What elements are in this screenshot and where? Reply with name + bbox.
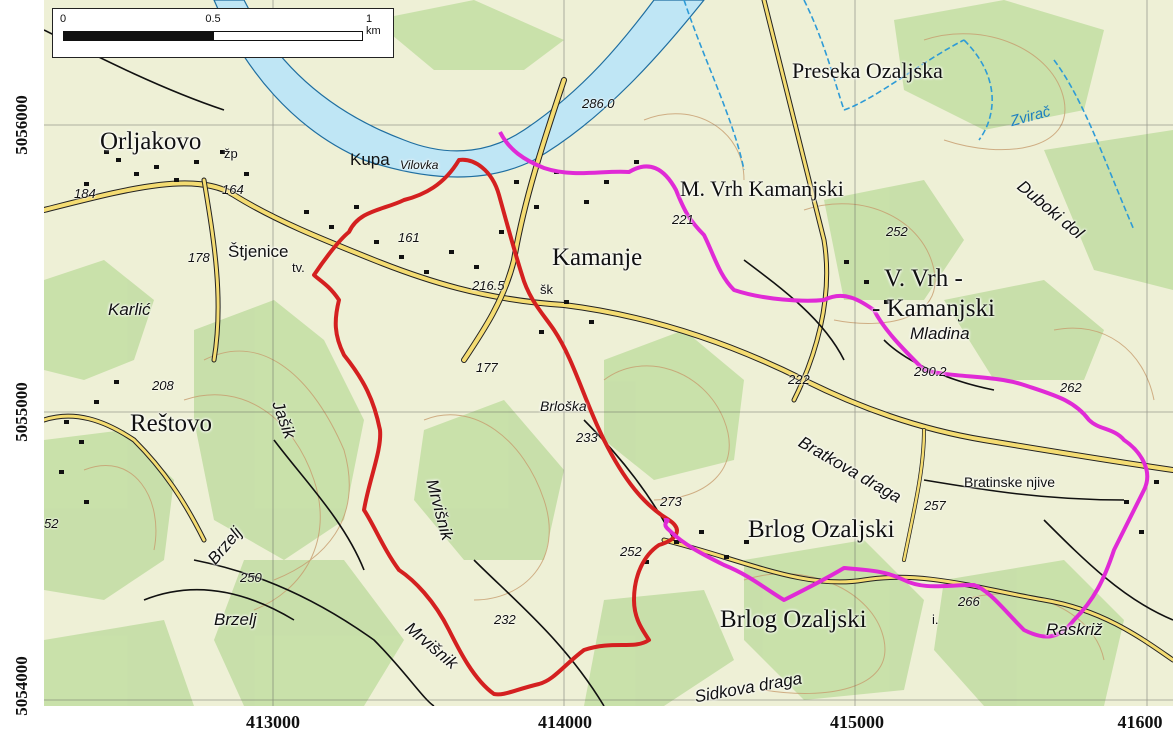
elevation-252-b: 252 xyxy=(886,224,908,239)
boundary-magenta xyxy=(498,131,1150,639)
x-axis-label-416000: 41600 xyxy=(1117,712,1163,732)
elevation-233: 233 xyxy=(576,430,598,445)
place-v-vrh-line2: - Kamanjski xyxy=(872,295,995,322)
settlements xyxy=(59,150,1159,564)
place-brlog-ozaljski-2: Brlog Ozaljski xyxy=(720,606,867,633)
river-label-kupa: Kupa xyxy=(350,150,390,169)
locality-brzelj-2: Brzelj xyxy=(214,610,257,629)
streams xyxy=(683,0,1135,231)
x-axis-label-414000: 414000 xyxy=(538,712,592,732)
contour-lines xyxy=(83,33,1155,694)
x-axis-label-413000: 413000 xyxy=(246,712,300,732)
elevation-290-2: 290.2 xyxy=(914,364,947,379)
elevation-177: 177 xyxy=(476,360,498,375)
locality-raskriz: Raskriž xyxy=(1046,620,1103,639)
scale-segment-black xyxy=(63,31,213,41)
scale-label-1km: 1 km xyxy=(366,13,381,37)
x-axis-label-415000: 415000 xyxy=(830,712,884,732)
scale-bar: 0 0.5 1 km xyxy=(52,8,394,58)
locality-bratinske-njive: Bratinske njive xyxy=(964,474,1056,490)
mark-tv: tv. xyxy=(292,260,305,275)
elevation-161: 161 xyxy=(398,230,420,245)
y-axis-label-5055000: 5055000 xyxy=(12,382,31,442)
kupa-river xyxy=(213,0,705,178)
elevation-286: 286.0 xyxy=(582,96,615,111)
elevation-208: 208 xyxy=(152,378,174,393)
elevation-222: 222 xyxy=(788,372,810,387)
place-orljakovo: Orljakovo xyxy=(100,128,202,155)
elevation-178: 178 xyxy=(188,250,210,265)
forest-areas xyxy=(44,0,1173,706)
topographic-map xyxy=(44,0,1173,706)
y-axis-label-5056000: 5056000 xyxy=(12,95,31,155)
scale-segment-white xyxy=(213,31,363,41)
elevation-250: 250 xyxy=(240,570,262,585)
locality-vilovka: Vilovka xyxy=(400,158,439,172)
elevation-273: 273 xyxy=(660,494,682,509)
mark-sk: šk xyxy=(540,282,553,297)
scale-label-half: 0.5 xyxy=(205,13,221,25)
elevation-266: 266 xyxy=(958,594,980,609)
locality-stjenice: Štjenice xyxy=(228,242,289,261)
elevation-52: 52 xyxy=(44,516,59,531)
place-m-vrh-kamanjski: M. Vrh Kamanjski xyxy=(680,176,844,201)
locality-karlic: Karlić xyxy=(108,300,151,319)
elevation-257: 257 xyxy=(924,498,946,513)
place-restovo: Reštovo xyxy=(130,410,212,437)
place-preseka-ozaljska: Preseka Ozaljska xyxy=(792,58,943,83)
y-axis-label-5054000: 5054000 xyxy=(12,656,31,716)
elevation-216-5: 216.5 xyxy=(472,278,505,293)
place-kamanje: Kamanje xyxy=(552,244,643,271)
map-frame[interactable]: 0 0.5 1 km Orljakovo Reštovo Kamanje M. … xyxy=(44,0,1173,706)
elevation-221: 221 xyxy=(672,212,694,227)
elevation-164: 164 xyxy=(222,182,244,197)
coordinate-grid xyxy=(44,0,1173,706)
locality-brloska: Brloška xyxy=(540,398,587,414)
elevation-232: 232 xyxy=(494,612,516,627)
place-v-vrh-line1: V. Vrh - xyxy=(884,265,963,292)
mark-i: i. xyxy=(932,612,939,627)
locality-mladina: Mladina xyxy=(910,324,970,343)
elevation-252-a: 252 xyxy=(620,544,642,559)
scale-label-0: 0 xyxy=(59,13,67,25)
boundary-red xyxy=(312,157,679,697)
elevation-262: 262 xyxy=(1060,380,1082,395)
elevation-184: 184 xyxy=(74,186,96,201)
place-brlog-ozaljski: Brlog Ozaljski xyxy=(748,516,895,543)
mark-zp: žp xyxy=(224,146,238,161)
